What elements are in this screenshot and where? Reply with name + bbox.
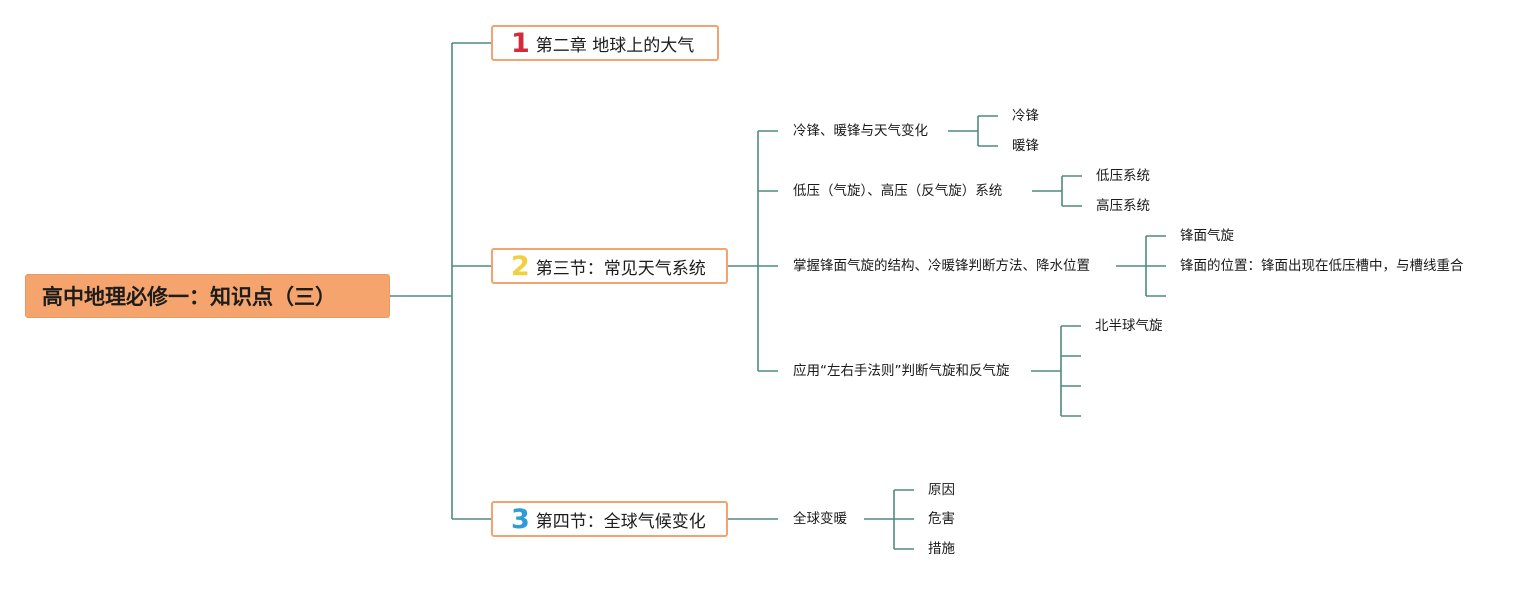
section-node-1[interactable]: 1 第二章 地球上的大气 (491, 25, 719, 61)
topic-frontal-cyclone[interactable]: 掌握锋面气旋的结构、冷暖锋判断方法、降水位置 (793, 258, 1090, 274)
number-2-icon: 2 (511, 250, 530, 282)
subtopic-high-pressure[interactable]: 高压系统 (1096, 198, 1150, 214)
topic-cold-warm-front[interactable]: 冷锋、暖锋与天气变化 (793, 123, 928, 139)
section-node-3[interactable]: 3 第四节：全球气候变化 (491, 501, 728, 537)
section-label: 第四节：全球气候变化 (535, 511, 706, 532)
section-label: 第二章 地球上的大气 (535, 35, 695, 56)
number-1-icon: 1 (511, 27, 530, 59)
section-node-2[interactable]: 2 第三节：常见天气系统 (491, 248, 728, 284)
subtopic-harms[interactable]: 危害 (928, 511, 955, 527)
topic-pressure-systems[interactable]: 低压（气旋）、高压（反气旋）系统 (793, 183, 1003, 199)
subtopic-nh-cyclone[interactable]: 北半球气旋 (1095, 318, 1163, 334)
topic-global-warming[interactable]: 全球变暖 (793, 511, 847, 527)
section-label: 第三节：常见天气系统 (535, 258, 706, 279)
subtopic-warm-front[interactable]: 暖锋 (1012, 138, 1039, 154)
subtopic-cold-front[interactable]: 冷锋 (1012, 108, 1039, 124)
number-3-icon: 3 (511, 503, 530, 535)
subtopic-frontal-cyclone[interactable]: 锋面气旋 (1180, 228, 1234, 244)
root-node[interactable]: 高中地理必修一：知识点（三） (25, 274, 390, 318)
topic-hand-rule[interactable]: 应用“左右手法则”判断气旋和反气旋 (793, 363, 1010, 379)
subtopic-measures[interactable]: 措施 (928, 541, 955, 557)
subtopic-low-pressure[interactable]: 低压系统 (1096, 168, 1150, 184)
subtopic-causes[interactable]: 原因 (928, 482, 955, 498)
root-title: 高中地理必修一：知识点（三） (42, 285, 336, 309)
subtopic-front-position[interactable]: 锋面的位置：锋面出现在低压槽中，与槽线重合 (1180, 258, 1464, 274)
